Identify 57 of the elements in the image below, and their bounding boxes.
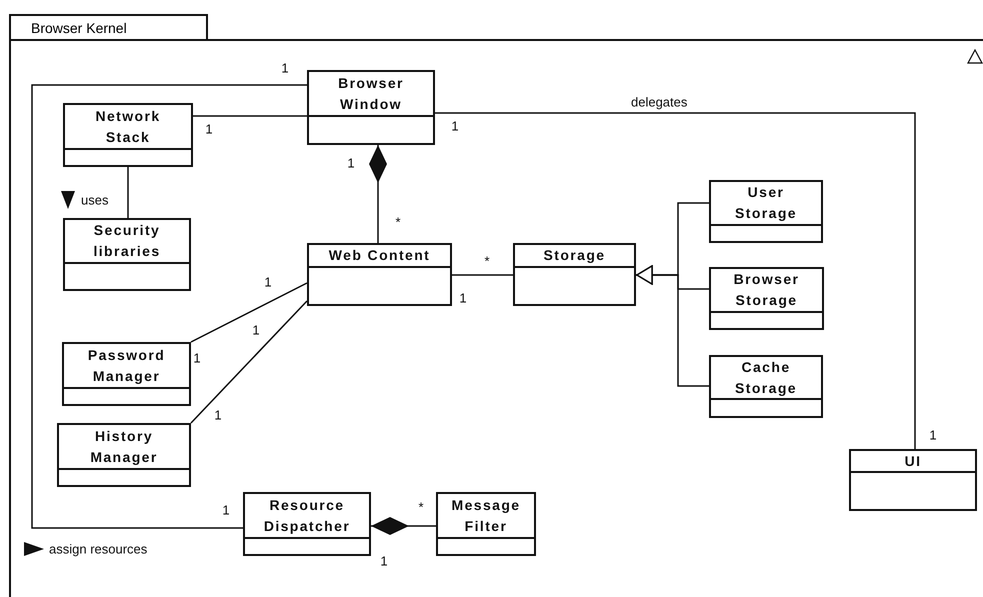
multiplicity-label: 1 (929, 428, 937, 442)
association-line (190, 300, 308, 424)
class-name: UI (904, 452, 922, 470)
uml-class (57, 423, 191, 487)
association-line (435, 112, 916, 449)
class-name: Cache Storage (734, 358, 798, 398)
class-name: Message Filter (450, 496, 522, 536)
multiplicity-label: 1 (459, 290, 467, 306)
direction-arrow (24, 540, 44, 558)
multiplicity-label: * (395, 214, 401, 230)
uml-class (63, 103, 193, 167)
class-name: Storage (544, 246, 606, 265)
uml-class (307, 243, 452, 306)
multiplicity-label: * (484, 254, 490, 268)
multiplicity-label: 1 (214, 408, 222, 422)
multiplicity-label: 1 (193, 350, 201, 366)
association-line (190, 282, 308, 343)
composition-connector (371, 517, 436, 535)
uml-class (849, 449, 977, 511)
generalization-arrow (636, 265, 709, 387)
uml-class (243, 492, 371, 556)
association-line (452, 274, 513, 276)
edge-label: assign resources (48, 542, 148, 556)
uml-class (436, 492, 536, 556)
multiplicity-label: 1 (380, 554, 388, 568)
class-name: Password Manager (86, 346, 166, 386)
uml-class (63, 218, 191, 291)
composition-connector (369, 145, 387, 243)
class-name: User Storage (734, 183, 798, 223)
multiplicity-label: * (418, 500, 424, 514)
class-name: Web Content (328, 246, 430, 265)
multiplicity-label: 1 (205, 122, 213, 136)
multiplicity-label: 1 (264, 274, 272, 290)
class-name: Resource Dispatcher (262, 496, 352, 536)
uml-class (307, 70, 435, 145)
association-line (193, 115, 307, 117)
class-name: Browser Storage (732, 270, 800, 310)
multiplicity-label: 1 (252, 322, 260, 338)
uml-class (709, 267, 824, 330)
class-name: History Manager (89, 426, 159, 467)
uml-class (513, 243, 636, 306)
multiplicity-label: 1 (451, 118, 459, 134)
multiplicity-label: 1 (347, 156, 355, 170)
association-line (31, 84, 307, 529)
package-name: Browser Kernel (31, 20, 127, 36)
multiplicity-label: 1 (222, 502, 230, 518)
class-name: Security libraries (92, 221, 162, 261)
class-name: Browser Window (337, 74, 405, 114)
uml-package (9, 14, 983, 597)
uml-class (709, 180, 823, 243)
uml-class (709, 355, 823, 418)
multiplicity-label: 1 (281, 60, 289, 76)
direction-arrow (58, 191, 78, 209)
edge-label: delegates (630, 94, 688, 110)
class-name: Network Stack (94, 106, 162, 146)
uml-class (62, 342, 191, 406)
association-line (127, 167, 129, 218)
